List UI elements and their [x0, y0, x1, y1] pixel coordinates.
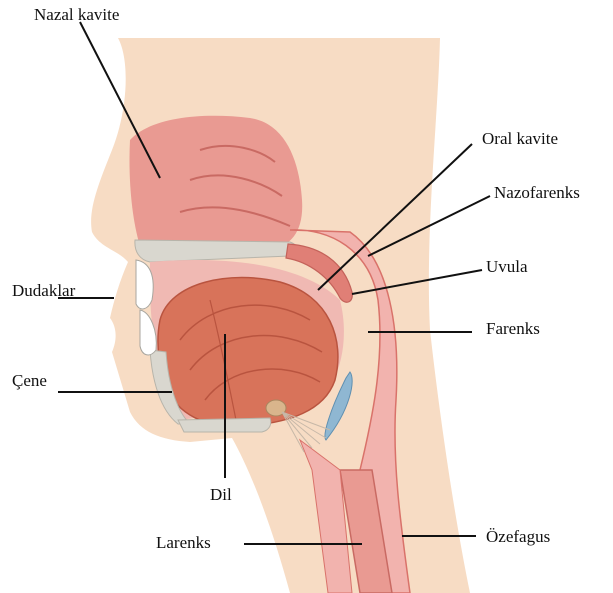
label-pharynx: Farenks: [486, 320, 540, 337]
label-chin: Çene: [12, 372, 47, 389]
nasal-cavity-region: [129, 116, 302, 250]
label-uvula: Uvula: [486, 258, 528, 275]
label-tongue: Dil: [210, 486, 232, 503]
label-esophagus: Özefagus: [486, 528, 550, 545]
label-nasopharynx: Nazofarenks: [494, 184, 580, 201]
label-nasal-cavity: Nazal kavite: [34, 6, 119, 23]
label-larynx: Larenks: [156, 534, 211, 551]
tongue-shape: [158, 278, 338, 427]
label-oral-cavity: Oral kavite: [482, 130, 558, 147]
label-lips: Dudaklar: [12, 282, 75, 299]
